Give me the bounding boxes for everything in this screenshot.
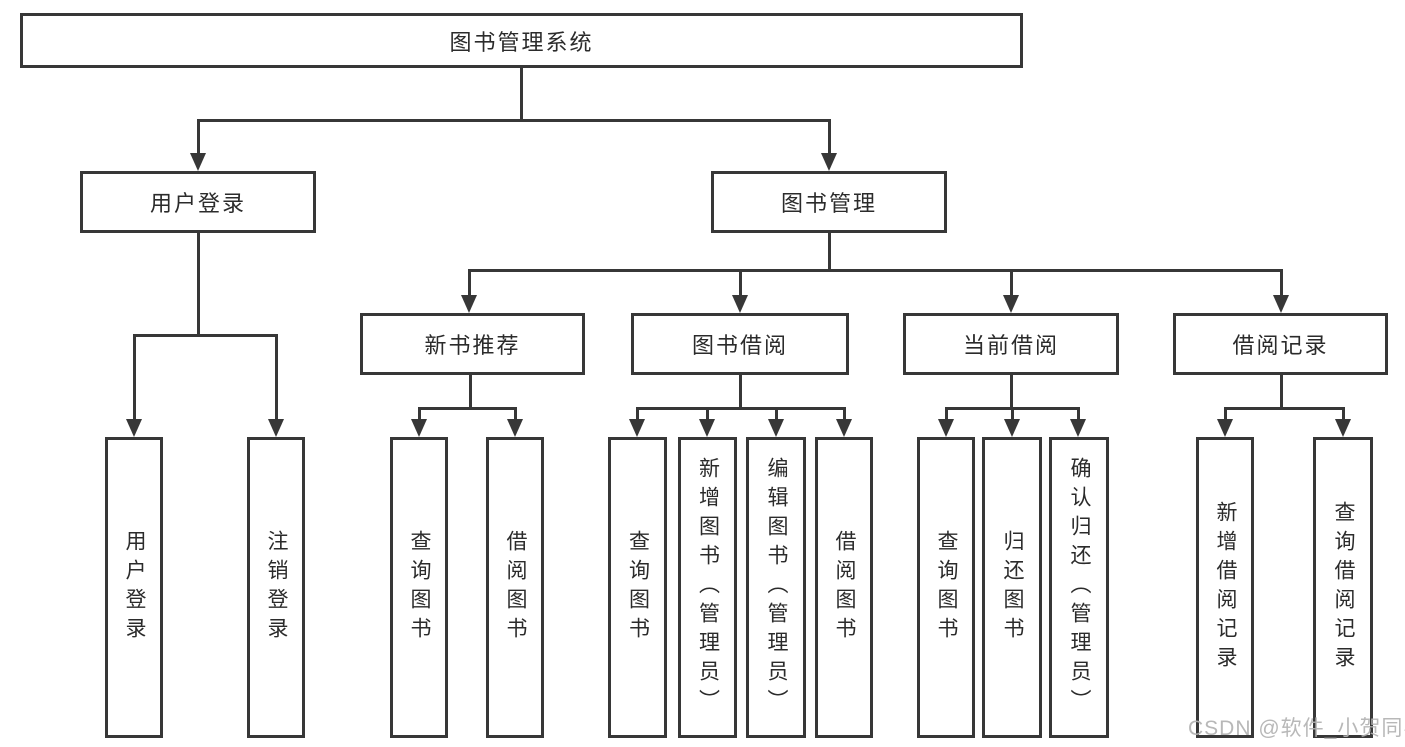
leaf-borrow-books: 借阅图书 [815,437,873,738]
leaf-label: 编辑图书（管理员） [765,457,788,718]
node-current-borrowing: 当前借阅 [903,313,1119,375]
leaf-label: 注销登录 [265,529,288,646]
connector-drop-current [1010,269,1013,297]
arrow-down-icon [190,153,206,171]
connector-userlogin-hbar [133,334,278,337]
connector-newbook-hbar [418,407,516,410]
leaf-label: 新增借阅记录 [1214,500,1237,675]
arrow-down-icon [461,295,477,313]
node-borrowing-records: 借阅记录 [1173,313,1388,375]
leaf-query-borrow-record: 查询借阅记录 [1313,437,1373,738]
arrow-down-icon [1217,419,1233,437]
connector-root-stem [520,66,523,122]
connector-drop-newbook [468,269,471,297]
node-library-management-system: 图书管理系统 [20,13,1023,68]
connector-drop [706,407,709,421]
leaf-label: 借阅图书 [833,529,856,646]
arrow-down-icon [699,419,715,437]
connector-bookmgmt-stem [828,231,831,272]
arrow-down-icon [411,419,427,437]
connector-drop [1077,407,1080,421]
leaf-edit-books-admin: 编辑图书（管理员） [746,437,806,738]
leaf-query-books-current: 查询图书 [917,437,975,738]
node-new-book-recommend: 新书推荐 [360,313,585,375]
connector-drop [775,407,778,421]
connector-drop-book-mgmt [828,119,831,154]
node-user-login: 用户登录 [80,171,316,233]
leaf-label: 归还图书 [1001,529,1024,646]
arrow-down-icon [1273,295,1289,313]
leaf-label: 查询图书 [935,529,958,646]
leaf-label: 查询图书 [408,529,431,646]
connector-drop [843,407,846,421]
connector-borrow-hbar [636,407,845,410]
arrow-down-icon [1070,419,1086,437]
leaf-label: 借阅图书 [504,529,527,646]
connector-drop [1342,407,1345,421]
connector-drop-borrow [739,269,742,297]
arrow-down-icon [126,419,142,437]
leaf-query-books-recommend: 查询图书 [390,437,448,738]
node-book-management: 图书管理 [711,171,947,233]
arrow-down-icon [268,419,284,437]
connector-records-stem [1280,373,1283,410]
leaf-label: 查询图书 [626,529,650,646]
connector-drop-login [133,334,136,420]
leaf-add-borrow-record: 新增借阅记录 [1196,437,1254,738]
connector-drop-records [1280,269,1283,297]
connector-drop [945,407,948,421]
arrow-down-icon [1335,419,1351,437]
connector-drop [418,407,421,421]
leaf-borrow-books-recommend: 借阅图书 [486,437,544,738]
arrow-down-icon [629,419,645,437]
connector-records-hbar [1224,407,1344,410]
connector-userlogin-stem [197,231,200,337]
leaf-return-books: 归还图书 [982,437,1042,738]
leaf-label: 新增图书（管理员） [696,457,720,718]
arrow-down-icon [1004,419,1020,437]
connector-newbook-stem [469,373,472,410]
connector-drop-logout [275,334,278,420]
leaf-label: 确认归还（管理员） [1068,457,1091,718]
connector-drop [514,407,517,421]
arrow-down-icon [507,419,523,437]
arrow-down-icon [938,419,954,437]
connector-borrow-stem [739,373,742,410]
connector-drop-user-login [197,119,200,154]
connector-root-hbar [197,119,831,122]
csdn-watermark: CSDN @软件_小贺同学 [1188,717,1405,740]
connector-bookmgmt-hbar [468,269,1283,272]
arrow-down-icon [1003,295,1019,313]
connector-drop [1224,407,1227,421]
connector-drop [1011,407,1014,421]
leaf-logout: 注销登录 [247,437,305,738]
leaf-confirm-return-admin: 确认归还（管理员） [1049,437,1109,738]
node-book-borrowing: 图书借阅 [631,313,849,375]
connector-drop [636,407,639,421]
connector-current-stem [1010,373,1013,410]
leaf-query-books-borrow: 查询图书 [608,437,667,738]
leaf-label: 查询借阅记录 [1332,500,1355,675]
arrow-down-icon [732,295,748,313]
leaf-add-books-admin: 新增图书（管理员） [678,437,737,738]
leaf-user-login: 用户登录 [105,437,163,738]
arrow-down-icon [821,153,837,171]
arrow-down-icon [768,419,784,437]
arrow-down-icon [836,419,852,437]
leaf-label: 用户登录 [123,529,146,646]
